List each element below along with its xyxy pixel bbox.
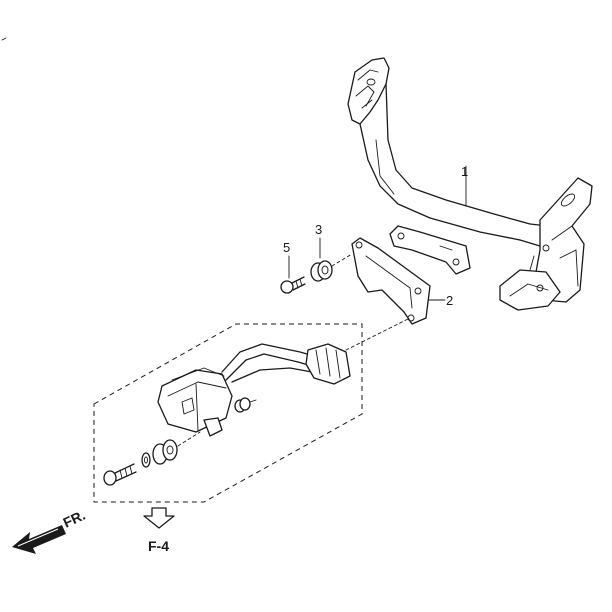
wire-harness — [221, 317, 411, 385]
callout-5: 5 — [283, 240, 290, 255]
reference-arrow — [143, 507, 175, 529]
grommet-part — [310, 237, 353, 282]
main-stay-part — [347, 57, 593, 311]
front-direction-label: FR. — [61, 507, 88, 531]
reference-label: F-4 — [148, 538, 169, 554]
lower-fastener-set — [103, 431, 201, 486]
bracket-plate-part — [351, 237, 446, 325]
module-grommet — [234, 397, 257, 413]
callout-1: 1 — [461, 164, 468, 179]
bolt-part — [280, 255, 306, 294]
callout-3: 3 — [315, 222, 322, 237]
sub-assembly-box — [93, 323, 363, 503]
callout-2: 2 — [446, 293, 453, 308]
front-direction-arrow — [12, 525, 66, 554]
control-module — [157, 367, 233, 437]
scan-mark — [1, 37, 7, 41]
